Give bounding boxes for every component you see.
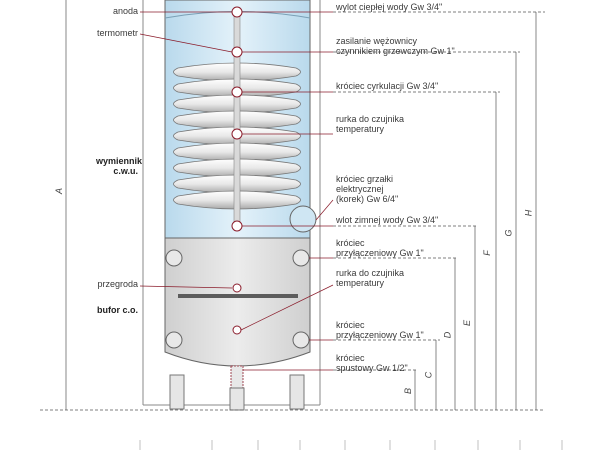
label-heater: króciec grzałki elektrycznej (korek) Gw … (336, 174, 399, 204)
dimension-d: D (442, 331, 453, 339)
tank-lower (164, 237, 311, 367)
dimension-a: A (54, 187, 65, 195)
legs (169, 374, 305, 411)
label-anoda: anoda (112, 6, 138, 16)
label-connection-2: króciec przyłączeniowy Gw 1" (336, 320, 424, 340)
leader-lines (139, 11, 334, 371)
label-circulation: króciec cyrkulacji Gw 3/4" (336, 81, 439, 91)
label-hot-outlet: wylot ciepłej wody Gw 3/4" (336, 2, 443, 12)
separator-plate (178, 294, 298, 298)
label-wymiennik: wymiennik c.w.u. (96, 156, 143, 176)
label-sensor-tube-2: rurka do czujnika temperatury (336, 268, 405, 288)
heater-port (289, 205, 317, 233)
dimension-h: H (523, 209, 534, 217)
dimension-f: F (481, 250, 492, 256)
label-drain: króciec spustowy Gw 1/2" (336, 353, 408, 373)
label-cold-inlet: wlot zimnej wody Gw 3/4" (336, 215, 439, 225)
table-top-ticks (139, 440, 563, 450)
dimension-b: B (403, 387, 414, 395)
dimension-lines (40, 0, 545, 411)
upper-connections (231, 6, 243, 232)
label-connection-1: króciec przyłączeniowy Gw 1" (336, 238, 424, 258)
label-bufor: bufor c.o. (97, 305, 138, 315)
label-coil-supply: zasilanie wężownicy czynnikiem grzewczym… (336, 36, 455, 56)
lower-connections (232, 283, 242, 335)
label-sensor-tube-1: rurka do czujnika temperatury (336, 114, 405, 134)
dimension-c: C (423, 371, 434, 379)
label-termometr: termometr (96, 28, 138, 38)
dimension-e: E (462, 319, 473, 327)
anode-rod (233, 9, 241, 226)
label-przegroda: przegroda (97, 279, 138, 289)
side-connections (165, 249, 310, 349)
dimension-g: G (503, 229, 514, 237)
